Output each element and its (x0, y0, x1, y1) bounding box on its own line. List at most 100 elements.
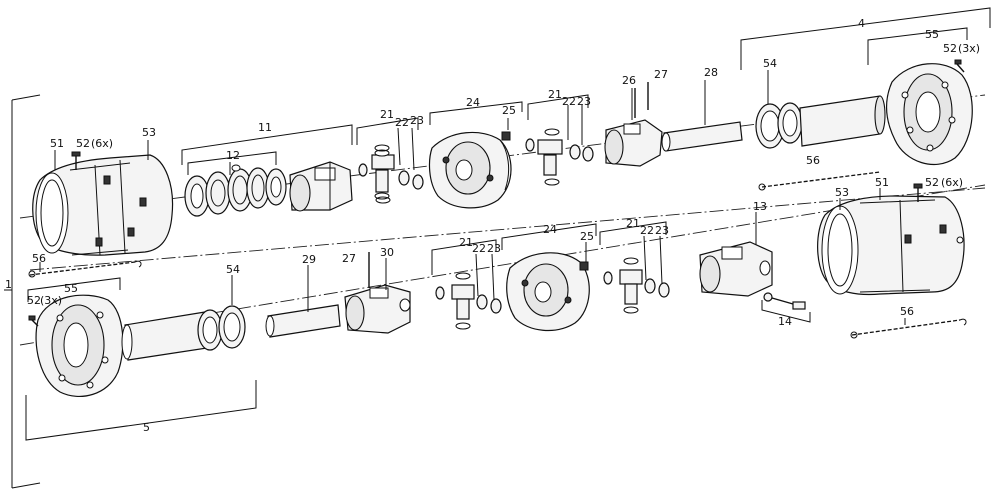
inner-tube-28 (661, 121, 743, 152)
bracket-4 (740, 7, 991, 70)
label-22-c: 22 (472, 242, 486, 255)
label-1: 1 (5, 278, 12, 291)
label-53-a: 53 (142, 126, 156, 139)
label-51-b: 51 (875, 176, 889, 189)
label-24-b: 24 (543, 223, 557, 236)
label-21-d: 21 (626, 217, 640, 230)
part-labels: 1 4 5 11 12 13 14 21 22 23 24 25 21 22 2… (5, 17, 980, 434)
cross-kit-upper-right (525, 128, 594, 186)
label-21-c: 21 (459, 236, 473, 249)
chain-hook-left (134, 260, 142, 268)
label-52-b: 52 (943, 42, 957, 55)
connecting-axis (29, 187, 986, 271)
inner-tube-29 (265, 304, 341, 338)
label-52-d: 52 (27, 294, 41, 307)
cross-kit-upper-left (358, 144, 424, 204)
label-21-a: 21 (380, 108, 394, 121)
label-23-c: 23 (487, 242, 501, 255)
screw-52-lower-right (913, 183, 923, 202)
label-21-b: 21 (548, 88, 562, 101)
bracket-14 (761, 300, 811, 323)
bracket-24-a (429, 101, 523, 125)
screw-52-upper-left (71, 151, 81, 170)
label-27-b: 27 (342, 252, 356, 265)
label-52-d-qty: (3x) (40, 294, 62, 307)
bracket-21-a (356, 117, 419, 145)
guard-tube-lower (121, 311, 208, 361)
grease-nipple-lower (579, 261, 589, 271)
yoke-upper-right (604, 88, 663, 167)
safety-chain-lower-right (851, 319, 961, 336)
bracket-55-lower (27, 277, 121, 302)
label-29: 29 (302, 253, 316, 266)
label-4: 4 (858, 17, 865, 30)
label-23-b: 23 (577, 95, 591, 108)
bearing-rings-12 (184, 164, 287, 217)
bracket-24-b (501, 223, 597, 250)
label-55-a: 55 (925, 28, 939, 41)
yoke-upper-left (289, 161, 353, 212)
bell-guard-lower-left (35, 294, 124, 397)
label-52-b-qty: (3x) (958, 42, 980, 55)
label-5: 5 (143, 421, 150, 434)
label-23-d: 23 (655, 224, 669, 237)
frame-lines (4, 7, 991, 489)
label-55-b: 55 (64, 282, 78, 295)
label-25-b: 25 (580, 230, 594, 243)
guard-cone-left (32, 154, 174, 256)
label-52-c: 52 (925, 176, 939, 189)
frame-bottom-tick (11, 482, 41, 489)
frame-top-tick (11, 94, 41, 101)
label-52-c-qty: (6x) (941, 176, 963, 189)
label-54-b: 54 (226, 263, 240, 276)
screw-52-lower-left (28, 315, 39, 327)
label-52-a: 52 (76, 137, 90, 150)
label-22-b: 22 (562, 95, 576, 108)
yoke-30-lower (344, 284, 411, 334)
guard-cone-right (817, 195, 965, 296)
label-27-a: 27 (654, 68, 668, 81)
label-51-a: 51 (50, 137, 64, 150)
label-14: 14 (778, 315, 792, 328)
label-56-c: 56 (900, 305, 914, 318)
bracket-21-b (527, 94, 589, 120)
guard-tube-upper (799, 95, 886, 147)
bell-guard-upper-right (886, 63, 973, 166)
label-23-a: 23 (410, 114, 424, 127)
cross-kit-lower-right (603, 257, 670, 314)
label-30: 30 (380, 246, 394, 259)
safety-chain-upper-right (761, 171, 881, 188)
chain-ring-lower-right (850, 331, 858, 339)
label-56-b: 56 (806, 154, 820, 167)
label-24-a: 24 (466, 96, 480, 109)
label-54-a: 54 (763, 57, 777, 70)
chain-ring-upper-right (758, 183, 766, 191)
bracket-21-c (431, 239, 497, 275)
screw-52-upper-right (954, 59, 965, 73)
label-26: 26 (622, 74, 636, 87)
label-13: 13 (753, 200, 767, 213)
label-25-a: 25 (502, 104, 516, 117)
yoke-13 (699, 241, 773, 297)
chain-ring-left (28, 270, 36, 278)
label-22-d: 22 (640, 224, 654, 237)
cross-kit-lower-left (435, 272, 502, 330)
shear-bolt-14 (763, 292, 806, 310)
bracket-11 (181, 124, 353, 165)
bracket-21-d (599, 221, 667, 245)
label-11: 11 (258, 121, 272, 134)
central-housing-upper (428, 131, 512, 209)
bracket-55-top (867, 27, 968, 65)
label-22-a: 22 (395, 116, 409, 129)
label-53-b: 53 (835, 186, 849, 199)
grease-nipple-upper (501, 131, 511, 141)
bracket-5 (25, 380, 257, 441)
central-housing-lower (506, 252, 590, 332)
chain-hook-lower-right (959, 318, 967, 326)
label-28: 28 (704, 66, 718, 79)
leader-lines (39, 70, 906, 325)
bearing-ring-54-lower (197, 305, 246, 351)
label-56-a: 56 (32, 252, 46, 265)
label-52-a-qty: (6x) (91, 137, 113, 150)
